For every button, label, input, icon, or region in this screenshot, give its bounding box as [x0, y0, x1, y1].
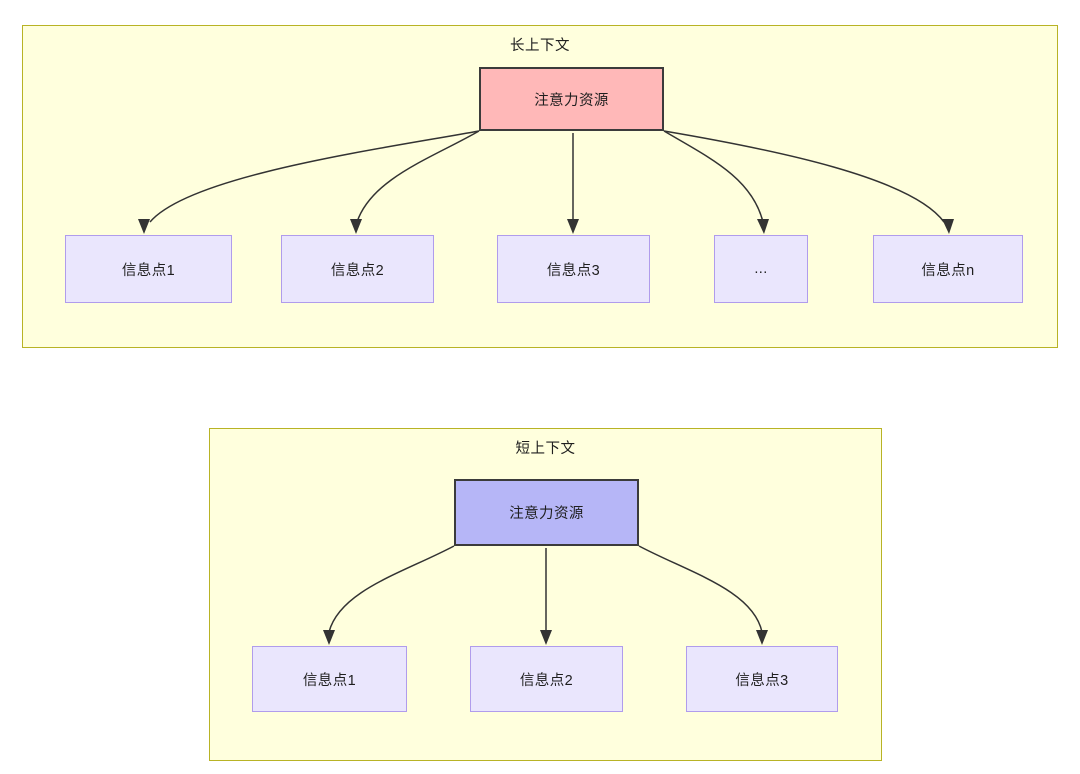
panel-long-context-title: 长上下文	[510, 38, 570, 54]
node-info-point-2-long[interactable]: 信息点2	[281, 235, 434, 303]
node-info-point-n-long[interactable]: 信息点n	[873, 235, 1023, 303]
node-info-point-1-long[interactable]: 信息点1	[65, 235, 232, 303]
panel-short-context-title: 短上下文	[515, 441, 576, 457]
node-info-point-3-short[interactable]: 信息点3	[686, 646, 838, 712]
node-info-point-2-short[interactable]: 信息点2	[470, 646, 623, 712]
node-info-point-ellipsis-long[interactable]: ...	[714, 235, 808, 303]
node-attention-resource-long[interactable]: 注意力资源	[479, 67, 664, 131]
node-info-point-3-long[interactable]: 信息点3	[497, 235, 650, 303]
node-attention-resource-short[interactable]: 注意力资源	[454, 479, 639, 546]
node-info-point-1-short[interactable]: 信息点1	[252, 646, 407, 712]
